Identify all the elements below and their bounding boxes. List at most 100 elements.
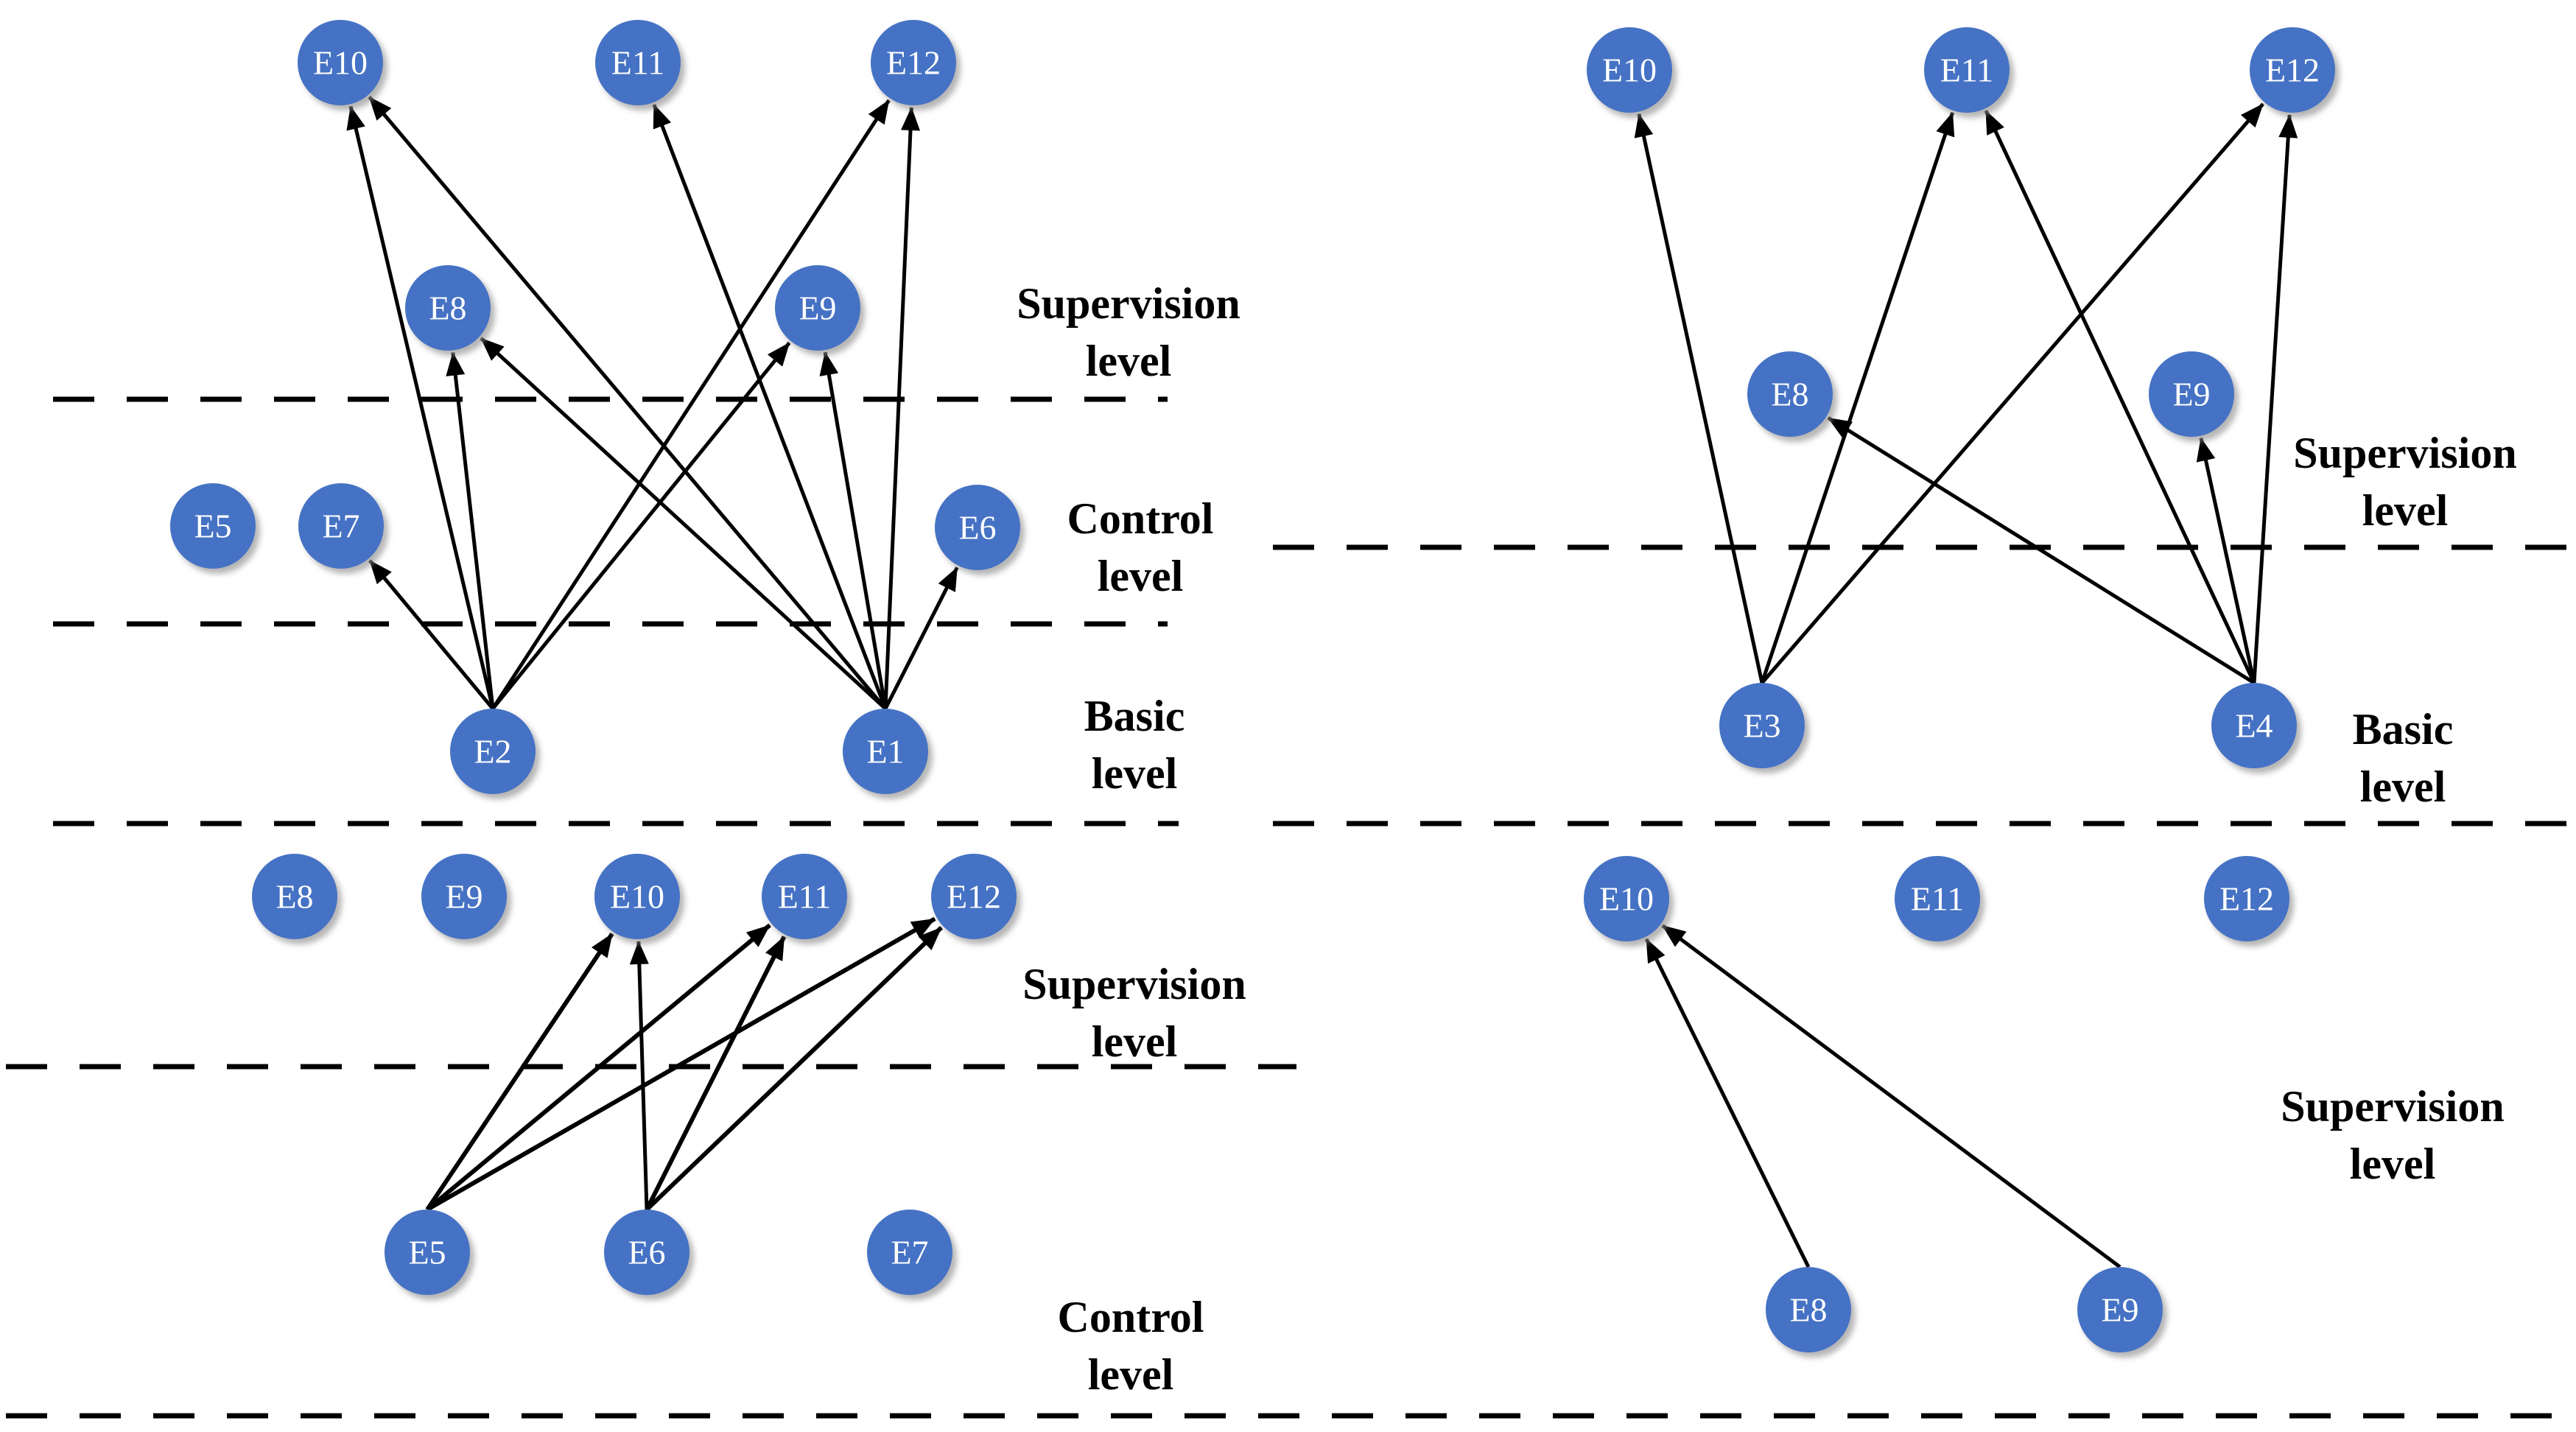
- edge-tr-e3-to-tr-e11-arrow: [1760, 111, 1955, 684]
- node-circle-bl-e5: [385, 1210, 470, 1295]
- node-label-bl-e5: E5: [408, 1234, 446, 1271]
- edge-tr-e4-to-tr-e12-arrow: [2252, 113, 2298, 684]
- level-label-tr-basic-line2: level: [2360, 762, 2446, 811]
- node-label-br-e11: E11: [1911, 880, 1964, 918]
- level-label-bl-control-line1: Control: [1058, 1293, 1204, 1341]
- edge-tl-e2-to-tl-e10-arrow: [346, 105, 495, 709]
- node-label-br-e9: E9: [2101, 1291, 2138, 1329]
- node-label-tl-e9: E9: [799, 289, 836, 327]
- level-label-tr-supervision-line2: level: [2362, 486, 2449, 535]
- node-label-br-e10: E10: [1599, 880, 1654, 918]
- level-label-tl-basic-line1: Basic: [1084, 692, 1185, 740]
- node-label-bl-e12: E12: [947, 878, 1001, 916]
- edge-tl-e1-to-tl-e9-arrow: [819, 351, 888, 709]
- level-labels-layer: SupervisionlevelControllevelBasiclevelSu…: [1017, 279, 2516, 1399]
- node-circle-tl-e1: [843, 709, 928, 794]
- node-circle-tr-e10: [1587, 27, 1672, 113]
- node-tl-e2: E2: [450, 709, 536, 794]
- node-tr-e8: E8: [1747, 351, 1833, 437]
- node-circle-bl-e12: [931, 854, 1017, 939]
- level-label-br-supervision: Supervision level: [2281, 1082, 2504, 1188]
- node-circle-br-e11: [1895, 856, 1980, 941]
- node-label-tl-e7: E7: [322, 508, 359, 545]
- level-label-br-supervision-line2: level: [2350, 1140, 2436, 1188]
- node-circle-tl-e6: [935, 485, 1020, 570]
- node-circle-bl-e9: [421, 854, 507, 939]
- level-label-tl-supervision-line2: level: [1086, 337, 1172, 385]
- level-label-bl-supervision-line2: level: [1092, 1017, 1178, 1066]
- edge-tl-e2-to-tl-e12-arrow: [491, 99, 891, 710]
- node-tr-e10: E10: [1587, 27, 1672, 113]
- node-circle-br-e9: [2077, 1267, 2163, 1352]
- node-label-tr-e3: E3: [1743, 707, 1780, 745]
- node-circle-bl-e11: [762, 854, 847, 939]
- node-circle-tl-e10: [298, 20, 383, 105]
- edge-bl-e5-to-bl-e11-arrow: [426, 923, 771, 1212]
- edge-tl-e1-to-tl-e12-arrow: [883, 106, 921, 709]
- node-bl-e7: E7: [867, 1210, 952, 1295]
- edge-tl-e2-to-tl-e8-arrow: [446, 351, 495, 709]
- node-tr-e12: E12: [2250, 27, 2335, 113]
- node-label-bl-e10: E10: [610, 878, 664, 916]
- edge-tl-e1-to-tl-e10-arrow: [368, 96, 887, 710]
- edge-tr-e3-to-tr-e12-arrow: [1761, 102, 2264, 684]
- edge-tr-e4-to-tr-e11-arrow: [1984, 110, 2256, 684]
- level-label-tl-supervision: Supervision level: [1017, 279, 1240, 385]
- node-tr-e4: E4: [2211, 683, 2297, 768]
- node-label-bl-e7: E7: [891, 1234, 928, 1271]
- node-label-tl-e6: E6: [958, 509, 996, 547]
- node-tl-e5: E5: [170, 483, 256, 569]
- level-dividers-layer: [6, 396, 2572, 1419]
- node-circle-tr-e11: [1924, 27, 2010, 113]
- edge-bl-e6-to-bl-e12-arrow: [645, 926, 944, 1212]
- node-label-tl-e12: E12: [886, 44, 941, 82]
- node-bl-e11: E11: [762, 854, 847, 939]
- node-tr-e3: E3: [1719, 683, 1805, 768]
- node-circle-tr-e8: [1747, 351, 1833, 437]
- node-tl-e10: E10: [298, 20, 383, 105]
- node-circle-bl-e6: [604, 1210, 689, 1295]
- node-circle-tr-e9: [2149, 351, 2234, 437]
- node-circle-tr-e4: [2211, 683, 2297, 768]
- node-label-tr-e11: E11: [1940, 52, 1993, 89]
- node-br-e10: E10: [1584, 856, 1669, 941]
- node-label-tl-e1: E1: [866, 733, 904, 771]
- node-circle-bl-e10: [594, 854, 680, 939]
- level-label-bl-supervision-line1: Supervision: [1022, 960, 1246, 1008]
- node-label-tl-e10: E10: [313, 44, 368, 82]
- level-label-tl-basic-line2: level: [1092, 749, 1178, 798]
- node-label-tr-e12: E12: [2265, 52, 2320, 89]
- edge-bl-e5-to-bl-e10-arrow: [425, 932, 614, 1211]
- node-circle-tl-e11: [595, 20, 681, 105]
- level-label-bl-supervision: Supervision level: [1022, 960, 1246, 1066]
- level-label-tl-control-line2: level: [1098, 552, 1184, 600]
- node-bl-e5: E5: [385, 1210, 470, 1295]
- edge-bl-e6-to-bl-e10-arrow: [629, 940, 649, 1210]
- node-circle-bl-e7: [867, 1210, 952, 1295]
- node-bl-e12: E12: [931, 854, 1017, 939]
- node-tl-e6: E6: [935, 485, 1020, 570]
- node-br-e12: E12: [2204, 856, 2289, 941]
- node-circle-tl-e8: [405, 265, 491, 351]
- node-circle-tl-e9: [775, 265, 860, 351]
- edge-tl-e1-to-tl-e8-arrow: [480, 337, 887, 710]
- edge-tl-e2-to-tl-e7-arrow: [368, 559, 494, 710]
- edge-tl-e1-to-tl-e6-arrow: [883, 566, 959, 710]
- node-label-tr-e4: E4: [2235, 707, 2273, 745]
- node-tl-e12: E12: [871, 20, 956, 105]
- node-circle-tl-e7: [298, 483, 384, 569]
- node-bl-e8: E8: [252, 854, 337, 939]
- edge-tr-e4-to-tr-e8-arrow: [1827, 416, 2256, 685]
- node-label-tr-e10: E10: [1602, 52, 1657, 89]
- level-label-tl-basic: Basic level: [1084, 692, 1185, 798]
- level-label-br-supervision-line1: Supervision: [2281, 1082, 2504, 1131]
- level-label-tl-supervision-line1: Supervision: [1017, 279, 1240, 328]
- level-label-tr-basic-line1: Basic: [2353, 705, 2454, 754]
- node-tl-e8: E8: [405, 265, 491, 351]
- node-label-bl-e8: E8: [276, 878, 313, 916]
